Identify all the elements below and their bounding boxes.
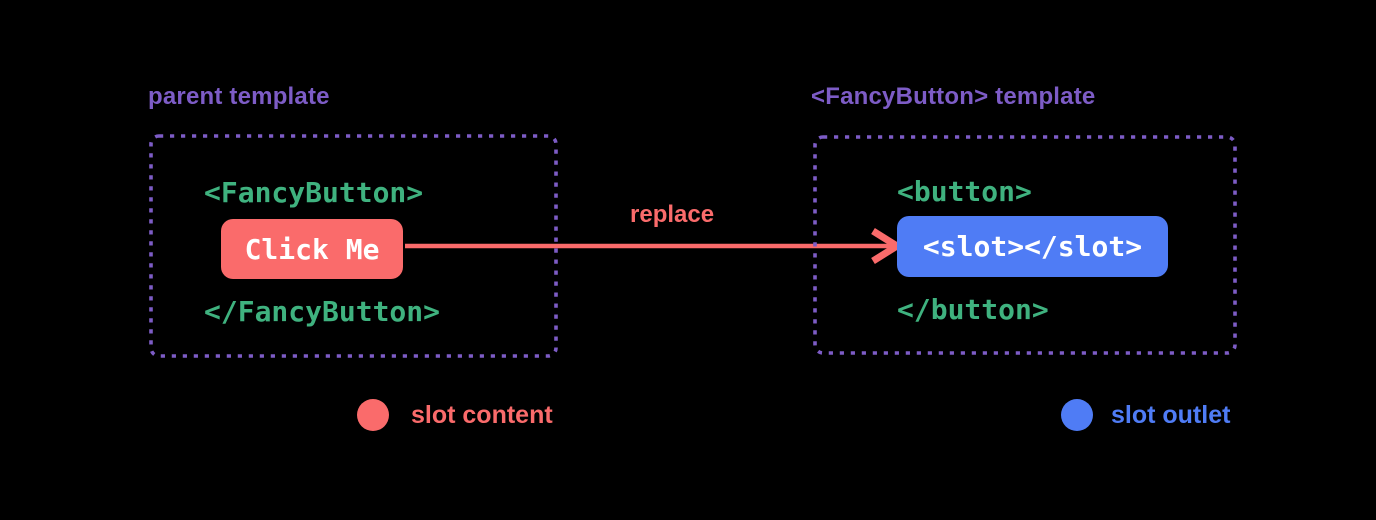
fancybutton-close-tag: </FancyButton>: [204, 295, 441, 328]
fancybutton-template-box: [813, 135, 1237, 355]
slot-content-label: slot content: [411, 401, 553, 429]
fancybutton-template-title: <FancyButton> template: [811, 83, 1096, 110]
parent-template-title: parent template: [148, 83, 330, 110]
slot-outlet-button: <slot></slot>: [897, 216, 1168, 277]
button-close-tag: </button>: [897, 293, 1049, 326]
slot-outlet-dot-icon: [1061, 399, 1093, 431]
fancybutton-open-tag: <FancyButton>: [204, 176, 424, 209]
click-me-button: Click Me: [221, 219, 403, 279]
replace-label: replace: [630, 201, 715, 228]
button-open-tag: <button>: [897, 175, 1032, 208]
slot-outlet-label: slot outlet: [1111, 401, 1231, 429]
dashed-border: [813, 135, 1237, 355]
slot-content-dot-icon: [357, 399, 389, 431]
